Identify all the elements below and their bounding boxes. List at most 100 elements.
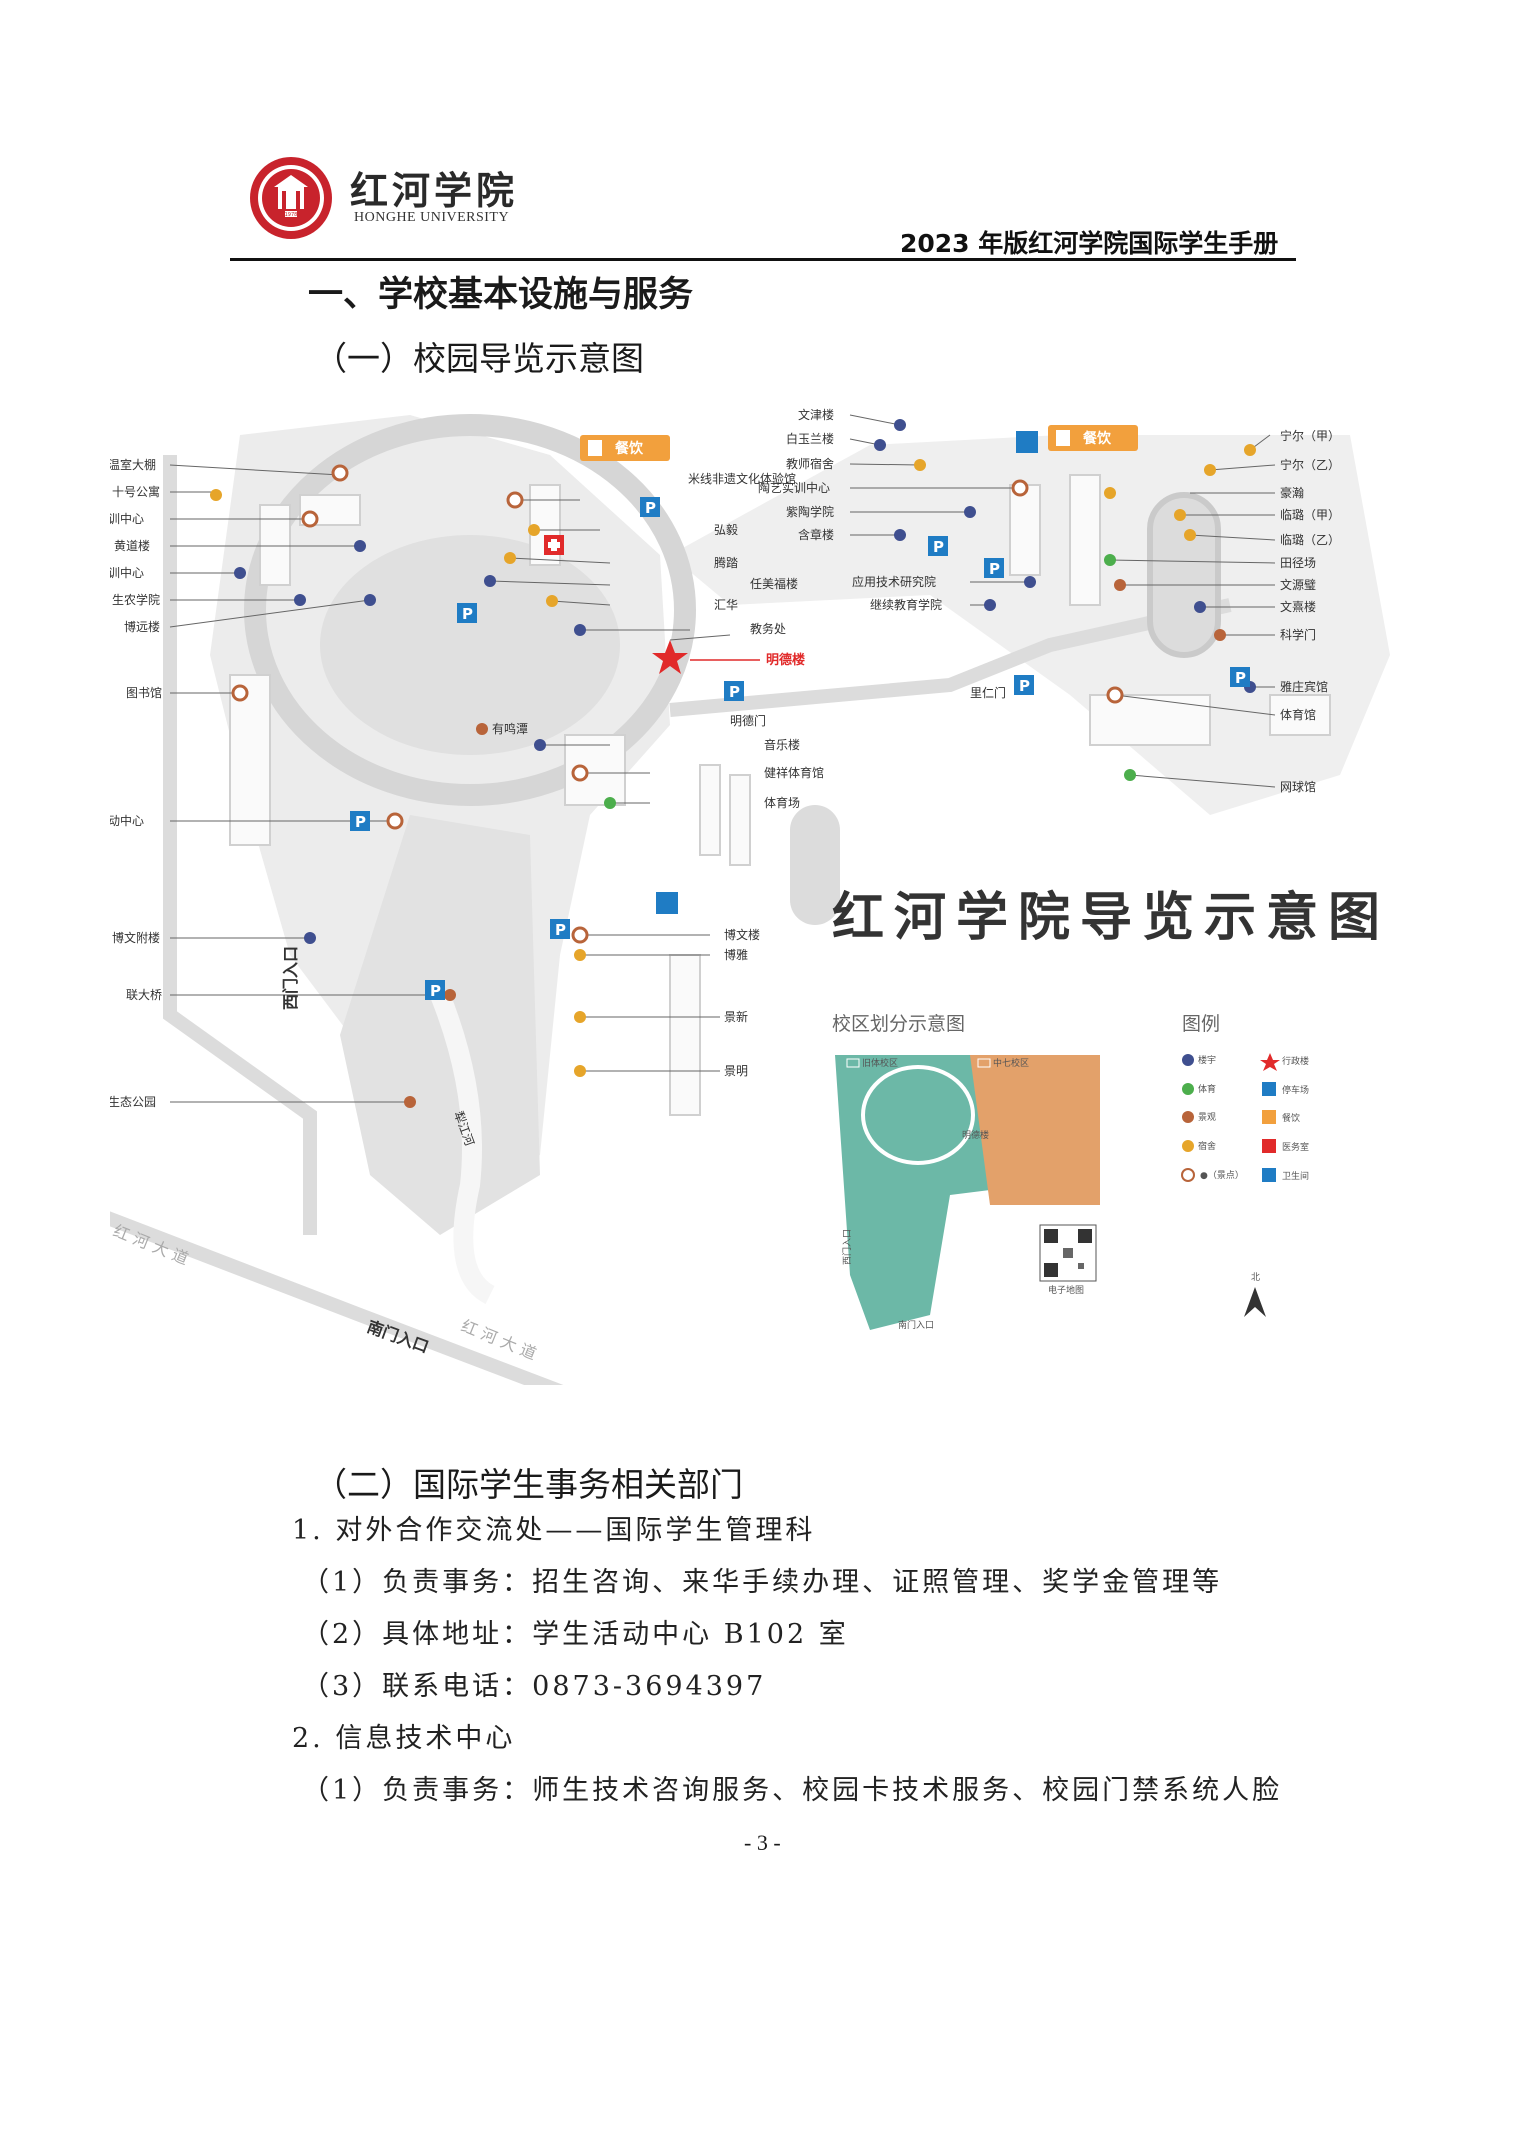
map-label: 白玉兰楼 [786, 431, 834, 446]
map-label: 十号公寓 [112, 484, 160, 499]
svg-text:餐饮: 餐饮 [1282, 1112, 1300, 1124]
food-label-left: 餐饮 [614, 440, 644, 457]
map-label: 临璐（甲） [1280, 508, 1340, 522]
map-label: 田径场 [1280, 556, 1316, 570]
mini-gate: 南门入口 [898, 1319, 934, 1331]
map-label: 文熹楼 [1280, 599, 1316, 614]
campus-map: 犁江河 有鸣潭 [110, 407, 1390, 1385]
map-label: 豪瀚 [1280, 485, 1304, 500]
svg-text:P: P [462, 605, 473, 623]
map-legend: 楼宇 体育 景观 宿舍 ●（景点） 行政楼 停车场 餐饮 医务室 卫生间 [1181, 1053, 1309, 1182]
main-roads [110, 455, 1232, 1385]
svg-text:●（景点）: ●（景点） [1200, 1170, 1244, 1181]
svg-text:医务室: 医务室 [1282, 1141, 1309, 1153]
map-label: 紫陶学院 [786, 504, 834, 519]
qr-code: 电子地图 [1039, 1224, 1097, 1296]
svg-text:P: P [430, 982, 441, 1000]
subsection-title-departments: （二）国际学生事务相关部门 [314, 1465, 743, 1504]
logo-english: HONGHE UNIVERSITY [354, 210, 510, 225]
map-label: 明德门 [730, 713, 766, 728]
svg-text:P: P [1235, 669, 1246, 687]
map-label-admin: 明德楼 [766, 652, 805, 668]
svg-text:P: P [729, 683, 740, 701]
mini-building: 明德楼 [962, 1129, 989, 1141]
map-label: 健祥体育馆 [764, 765, 824, 780]
labels-left: 温室大棚 十号公寓 工程实训中心 黄道楼 文科实训中心 生农学院 博远楼 图书馆… [110, 457, 162, 1109]
map-label: 黄道楼 [114, 538, 150, 553]
svg-text:体育: 体育 [1198, 1083, 1216, 1095]
map-label: 体育馆 [1280, 707, 1316, 722]
paragraph-phone: （3）联系电话：0873-3694397 [302, 1671, 767, 1702]
map-label: 应用技术研究院 [852, 574, 936, 589]
paragraph-duties: （1）负责事务：招生咨询、来华手续办理、证照管理、奖学金管理等 [302, 1567, 1223, 1598]
logo-name: 红河学院 [350, 168, 519, 213]
pond-label: 有鸣潭 [492, 721, 528, 736]
map-label: 文津楼 [798, 407, 834, 422]
map-label: 景明 [724, 1064, 748, 1078]
river [430, 991, 496, 1304]
zone-label: 中七校区 [993, 1057, 1029, 1069]
map-label: 科学门 [1280, 627, 1316, 642]
map-label: 联大桥 [126, 988, 162, 1002]
map-label: 继续教育学院 [870, 597, 942, 612]
labels-top: 文津楼 白玉兰楼 教师宿舍 陶艺实训中心 紫陶学院 含章楼 应用技术研究院 继续… [758, 407, 1006, 700]
svg-text:宿舍: 宿舍 [1198, 1140, 1216, 1152]
map-label: 犁江河生态公园 [110, 1095, 156, 1109]
zone-label: 旧体校区 [862, 1057, 898, 1069]
north-arrow-icon: 北 [1244, 1272, 1266, 1317]
map-label: 网球馆 [1280, 779, 1316, 794]
ring-road [244, 414, 696, 806]
map-label: 含章楼 [798, 527, 834, 542]
mini-gate: 西门入口 [841, 1229, 853, 1265]
svg-text:P: P [645, 499, 656, 517]
north-label: 北 [1251, 1272, 1260, 1283]
svg-text:P: P [355, 813, 366, 831]
map-label: 工程实训中心 [110, 511, 144, 526]
labels-right: 宁尔（甲） 宁尔（乙） 豪瀚 临璐（甲） 临璐（乙） 田径场 文源璧 文熹楼 科… [1280, 428, 1340, 794]
map-label: 博远楼 [124, 619, 160, 634]
section-title: 一、学校基本设施与服务 [308, 275, 694, 315]
page-number: - 3 - [744, 1830, 781, 1855]
map-label: 任美福楼 [750, 576, 798, 591]
athletics-field [1147, 492, 1221, 658]
map-label: 文科实训中心 [110, 565, 144, 580]
svg-text:停车场: 停车场 [1282, 1084, 1309, 1096]
food-badge-top: 餐饮 [1048, 425, 1138, 451]
map-label: 教师宿舍 [786, 456, 834, 471]
svg-text:行政楼: 行政楼 [1282, 1055, 1309, 1067]
map-label: 汇华 [714, 598, 738, 612]
seal-year: 1978 [285, 212, 298, 218]
svg-text:卫生间: 卫生间 [1282, 1170, 1309, 1182]
paragraph-dept-2: 2. 信息技术中心 [292, 1723, 516, 1754]
handbook-title: 2023 年版红河学院国际学生手册 [900, 229, 1279, 258]
university-seal-logo: 1978 [250, 157, 332, 239]
map-label: 博文附楼 [112, 930, 160, 945]
map-label: 学生活动中心 [110, 813, 144, 828]
header-rule [230, 258, 1296, 261]
map-label: 温室大棚 [110, 457, 156, 472]
map-label: 生农学院 [112, 592, 160, 607]
svg-text:楼宇: 楼宇 [1198, 1054, 1216, 1066]
map-markers [210, 419, 1256, 1108]
map-label: 教务处 [750, 621, 786, 636]
paragraph-it-duties: （1）负责事务：师生技术咨询服务、校园卡技术服务、校园门禁系统人脸 [302, 1775, 1283, 1806]
map-label: 文源璧 [1280, 577, 1316, 592]
map-label: 临璐（乙） [1280, 533, 1340, 547]
qr-caption: 电子地图 [1048, 1284, 1084, 1296]
inner-core [320, 535, 620, 755]
map-label: 音乐楼 [764, 737, 800, 752]
map-label: 宁尔（乙） [1280, 457, 1340, 472]
west-gate-label: 西门入口 [281, 946, 300, 1010]
building-blocks [229, 474, 1331, 1116]
svg-text:景观: 景观 [1198, 1112, 1216, 1123]
map-label: 弘毅 [714, 522, 738, 537]
map-label: 腾踏 [714, 555, 738, 570]
map-label: 景新 [724, 1009, 748, 1024]
map-label: 体育场 [764, 795, 800, 810]
label-leaders [169, 414, 1276, 1103]
map-label: 博文楼 [724, 927, 760, 942]
svg-text:P: P [1019, 677, 1030, 695]
stadium [790, 805, 840, 925]
zone-mini-map: 旧体校区 中七校区 明德楼 西门入口 南门入口 [835, 1055, 1100, 1331]
paragraph-address: （2）具体地址：学生活动中心 B102 室 [302, 1619, 849, 1650]
